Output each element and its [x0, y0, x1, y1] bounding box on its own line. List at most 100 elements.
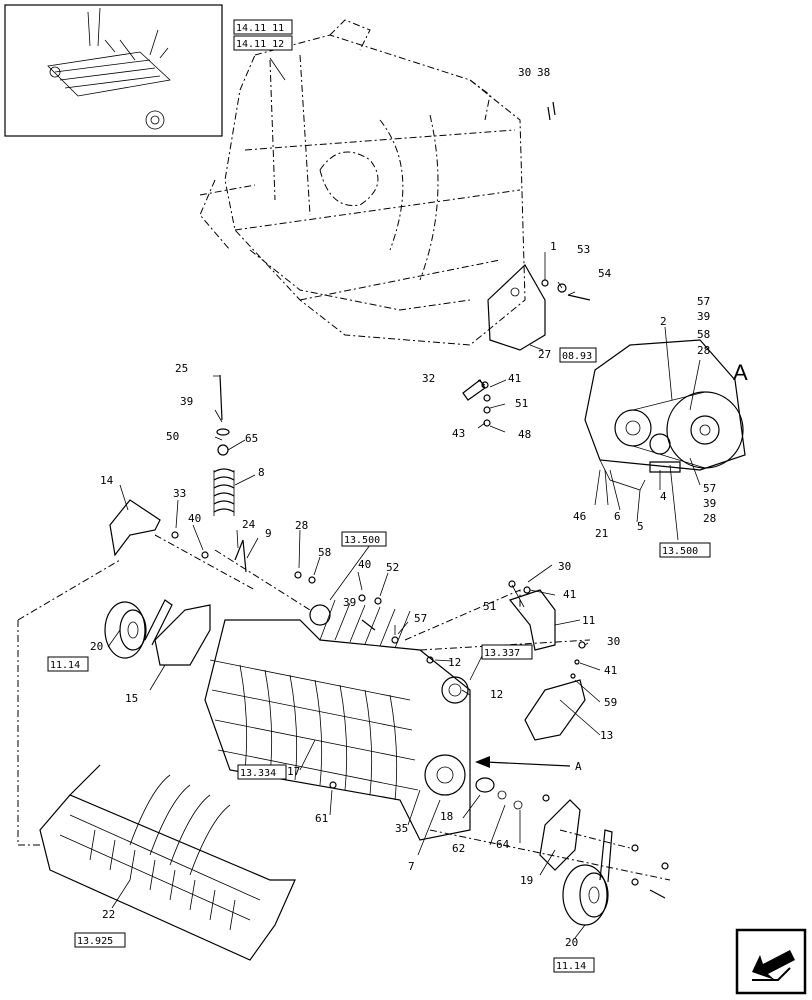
callout-62: 62: [452, 842, 465, 855]
callout-64: 64: [496, 838, 510, 851]
svg-text:11.14: 11.14: [50, 660, 80, 671]
ref-11-14-right[interactable]: 11.14: [553, 957, 595, 973]
callout-41-b: 41: [604, 664, 617, 677]
callout-40-left: 40: [188, 512, 201, 525]
callout-39-mid: 39: [343, 596, 356, 609]
bearing-hub: [475, 777, 523, 810]
callout-59: 59: [604, 696, 617, 709]
callout-41: 41: [508, 372, 521, 385]
ref-11-14-left[interactable]: 11.14: [47, 656, 89, 672]
ref-13-334[interactable]: 13.334: [237, 764, 287, 780]
pickup-reel: [204, 599, 471, 841]
callout-50: 50: [166, 430, 179, 443]
svg-text:11.14: 11.14: [556, 961, 586, 972]
ref-13-337[interactable]: 13.337: [481, 644, 533, 660]
callout-14: 14: [100, 474, 114, 487]
left-wheel: [104, 599, 173, 659]
detail-view-a: [584, 339, 746, 491]
leader-lines: [107, 57, 701, 939]
side-bracket: [487, 264, 546, 351]
callout-20-right: 20: [565, 936, 578, 949]
right-wheel: [562, 829, 613, 926]
callout-57: 57: [414, 612, 427, 625]
callout-9: 9: [265, 527, 272, 540]
callout-6: 6: [614, 510, 621, 523]
callout-39: 39: [180, 395, 193, 408]
svg-text:13.500: 13.500: [662, 546, 698, 557]
spring-assembly: [213, 374, 235, 516]
arrow-down-left-icon[interactable]: [735, 928, 807, 995]
view-label-a: A: [733, 360, 748, 385]
right-cover: [524, 679, 586, 741]
callout-52: 52: [386, 561, 399, 574]
callout-53: 53: [577, 243, 590, 256]
callout-18: 18: [440, 810, 453, 823]
callout-12-b: 12: [490, 688, 503, 701]
overview-thumbnail[interactable]: [4, 4, 223, 137]
callout-65: 65: [245, 432, 258, 445]
left-wheel-cover: [154, 604, 211, 666]
windguard: [39, 764, 296, 961]
callout-43: 43: [452, 427, 465, 440]
callout-2: 2: [660, 315, 667, 328]
callout-39-top: 39: [697, 310, 710, 323]
svg-text:13.337: 13.337: [484, 648, 520, 659]
callout-46: 46: [573, 510, 586, 523]
callout-1: 1: [550, 240, 557, 253]
callout-12-a: 12: [448, 656, 461, 669]
callout-22: 22: [102, 908, 115, 921]
callout-35: 35: [395, 822, 408, 835]
callout-13: 13: [600, 729, 613, 742]
callout-27: 27: [538, 348, 551, 361]
callout-28-bottom: 28: [703, 512, 716, 525]
ref-13-500-right[interactable]: 13.500: [659, 542, 711, 558]
ref-13-500-top[interactable]: 13.500: [341, 531, 387, 547]
callout-19: 19: [520, 874, 533, 887]
callout-33: 33: [173, 487, 186, 500]
right-wheel-cover: [539, 799, 581, 871]
callout-54: 54: [598, 267, 612, 280]
svg-text:13.334: 13.334: [240, 768, 276, 779]
callout-40: 40: [358, 558, 371, 571]
callout-41-right: 41: [563, 588, 576, 601]
svg-text:13.500: 13.500: [344, 535, 380, 546]
ref-13-925[interactable]: 13.925: [74, 932, 126, 948]
svg-text:14.11 11: 14.11 11: [236, 23, 284, 34]
callout-21: 21: [595, 527, 608, 540]
baler-frame-outline: [199, 19, 526, 346]
callout-28: 28: [295, 519, 308, 532]
arrow-label-a: A: [575, 760, 582, 773]
svg-text:08.93: 08.93: [562, 351, 592, 362]
callout-17: 17: [287, 765, 300, 778]
callout-30: 30: [518, 66, 531, 79]
callout-30-right: 30: [558, 560, 571, 573]
callout-labels: 30 38 1 53 54 57 39 58 28 2 27 32 41 51 …: [90, 66, 748, 949]
reference-boxes: 14.11 11 14.11 12 08.93 13.500 13.500 11…: [47, 19, 711, 973]
ref-14-11-12[interactable]: 14.11 12: [233, 35, 293, 51]
callout-48: 48: [518, 428, 531, 441]
left-bracket: [109, 499, 161, 557]
callout-8: 8: [258, 466, 265, 479]
svg-text:14.11 12: 14.11 12: [236, 39, 284, 50]
ref-14-11-11[interactable]: 14.11 11: [233, 19, 293, 35]
callout-57-top: 57: [697, 295, 710, 308]
callout-58: 58: [318, 546, 331, 559]
callout-30-b: 30: [607, 635, 620, 648]
view-arrow: [475, 756, 571, 768]
callout-20-left: 20: [90, 640, 103, 653]
callout-24: 24: [242, 518, 256, 531]
callout-11: 11: [582, 614, 595, 627]
callout-25: 25: [175, 362, 188, 375]
callout-61: 61: [315, 812, 328, 825]
callout-51: 51: [515, 397, 528, 410]
hardware-fasteners: [171, 101, 669, 899]
callout-39-bottom: 39: [703, 497, 716, 510]
ref-08-93[interactable]: 08.93: [559, 347, 597, 363]
right-shield: [508, 589, 556, 651]
callout-5: 5: [637, 520, 644, 533]
assembly-lines: [17, 534, 671, 881]
callout-28-top: 28: [697, 344, 710, 357]
callout-51-right: 51: [483, 600, 496, 613]
callout-15: 15: [125, 692, 138, 705]
